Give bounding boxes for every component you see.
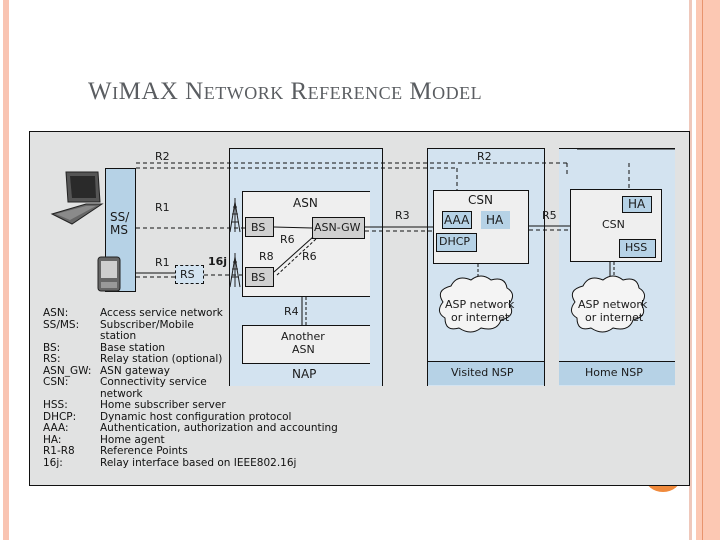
legend-entry: ASN:Access service network (43, 307, 223, 319)
rs-label: RS (180, 268, 195, 281)
bs-bottom-label: BS (251, 271, 266, 284)
home-hss-box (619, 239, 656, 258)
r3-label: R3 (395, 209, 410, 222)
visited-csn-label: CSN (468, 193, 493, 207)
legend-entry: RS:Relay station (optional) (43, 353, 223, 365)
r2-left-label: R2 (155, 150, 170, 163)
r4-label: R4 (284, 305, 299, 318)
left-stripe (3, 0, 9, 540)
nap-label: NAP (292, 367, 317, 381)
visited-ha-label: HA (486, 213, 504, 227)
antenna-tower-icon (229, 253, 241, 288)
home-cloud-label-line1: ASP network (578, 298, 648, 311)
visited-cloud-label-line1: ASP network (445, 298, 515, 311)
antenna-tower-icon (229, 198, 241, 233)
rs-box (175, 265, 204, 284)
another-asn-box (242, 325, 370, 364)
r1-bottom-label: R1 (155, 256, 170, 269)
r5-label: R5 (542, 209, 557, 222)
legend-entry: 16j:Relay interface based on IEEE802.16j (43, 456, 297, 469)
legend-entry: HA:Home agent (43, 433, 165, 446)
visited-aaa-label: AAA (444, 213, 470, 227)
r6-diag-solid (273, 236, 314, 273)
r6-label-a: R6 (280, 233, 295, 246)
r2-visited-label: R2 (477, 150, 492, 163)
ss-ms-label-line1: SS/ (110, 210, 130, 224)
home-csn-label: CSN (602, 218, 625, 231)
asn-gw-box (312, 217, 365, 239)
bs-top-label: BS (251, 221, 266, 234)
visited-ha-box (481, 211, 510, 229)
right-stripe-line (702, 0, 703, 540)
legend-entry: CSN:Connectivity service network (43, 376, 207, 400)
connection-lines (50, 148, 675, 333)
r8-label: R8 (259, 250, 274, 263)
asn-label: ASN (293, 196, 318, 210)
home-ha-box (622, 196, 652, 213)
home-ha-label: HA (628, 197, 646, 211)
visited-nsp-label-bar (427, 361, 545, 385)
home-nsp-label: Home NSP (585, 366, 643, 379)
asn-gw-label: ASN-GW (314, 221, 361, 234)
r6-diag-dashed (276, 238, 317, 276)
slide-title: WiMAX Network Reference Model (88, 78, 483, 105)
legend-entry: HSS:Home subscriber server (43, 399, 226, 411)
another-asn-label-line1: Another (281, 330, 325, 343)
legend-entry: BS:Base station (43, 341, 166, 354)
home-hss-label: HSS (625, 241, 648, 254)
cloud-icon (439, 275, 513, 333)
laptop-icon (50, 171, 104, 225)
legend-entry: AAA:Authentication, authorization and ac… (43, 422, 338, 434)
pda-icon (97, 256, 121, 292)
r6-label-b: R6 (302, 250, 317, 263)
cloud-icon (571, 275, 645, 333)
wimax-reference-model-figure: SS/ MS R2 R2 R1 R1 16j RS ASN BS BS ASN-… (29, 131, 690, 486)
visited-aaa-box (442, 211, 472, 229)
bs-top-box (245, 217, 274, 237)
legend: ASN:Access service network SS/MS:Subscri… (43, 307, 338, 469)
home-cloud-label-line2: or internet (585, 311, 644, 324)
visited-dhcp-label: DHCP (439, 235, 471, 248)
r1-top-label: R1 (155, 201, 170, 214)
visited-nsp-label: Visited NSP (451, 366, 514, 379)
right-stripe-wide (696, 0, 720, 540)
r6-top-line (273, 226, 313, 229)
legend-entry: ASN_GW:ASN gateway (43, 364, 170, 377)
visited-dhcp-box (436, 233, 477, 252)
legend-entry: SS/MS:Subscriber/Mobile station (43, 318, 194, 342)
visited-cloud-label-line2: or internet (451, 311, 510, 324)
legend-entry: DHCP:Dynamic host configuration protocol (43, 410, 292, 423)
bs-bottom-box (245, 267, 274, 287)
visited-nsp-region (427, 148, 545, 386)
home-nsp-region (559, 148, 675, 386)
home-nsp-label-bar (559, 361, 675, 385)
16j-label: 16j (208, 255, 228, 268)
ss-ms-label-line2: MS (110, 223, 128, 237)
right-stripe-thin (689, 0, 692, 540)
another-asn-label-line2: ASN (292, 343, 315, 356)
